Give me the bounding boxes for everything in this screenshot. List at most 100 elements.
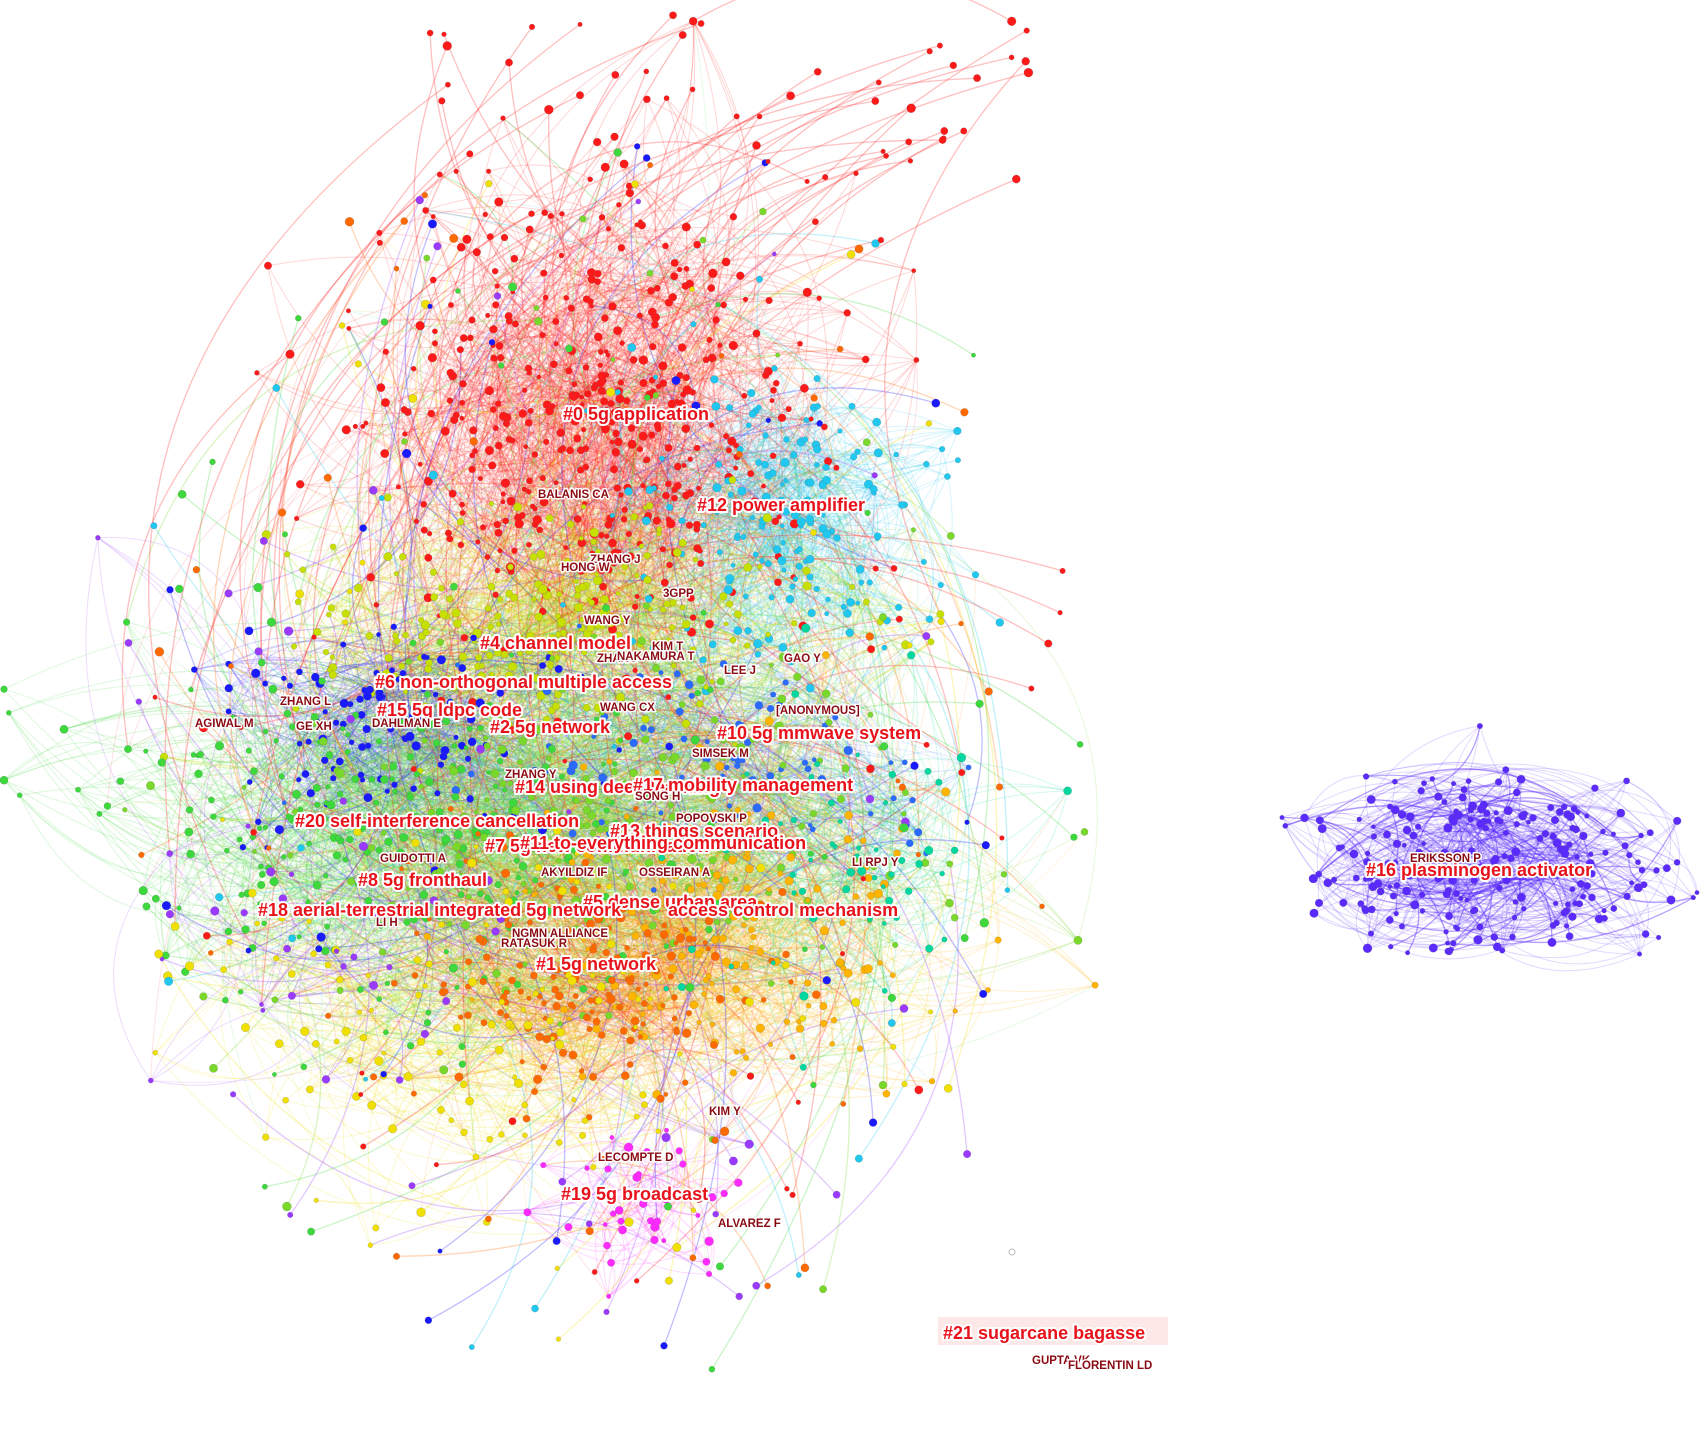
network-edge [508, 375, 603, 440]
network-edge [497, 296, 673, 404]
network-edge [384, 296, 673, 454]
network-edge [423, 529, 582, 583]
network-edge [428, 251, 478, 358]
network-edge [621, 342, 663, 557]
network-edge [365, 413, 524, 452]
network-edge [542, 391, 693, 612]
network-edge [623, 357, 866, 520]
network-edge [697, 343, 801, 449]
network-edge [449, 516, 780, 575]
network-edge [541, 98, 648, 537]
network-edge [500, 357, 779, 583]
network-edge [725, 428, 837, 469]
network-edge [472, 359, 634, 472]
network-edge [355, 368, 650, 427]
network-edge [450, 305, 613, 703]
network-edge [530, 268, 687, 412]
network-edge [499, 509, 626, 558]
network-edge [553, 363, 679, 486]
network-edge [424, 358, 499, 531]
network-edge [571, 350, 780, 518]
network-edge [588, 416, 710, 625]
network-edge [296, 306, 866, 519]
network-edge [491, 253, 914, 466]
network-edge [623, 483, 755, 520]
network-edge [575, 315, 640, 396]
network-edge [570, 308, 634, 361]
network-edge [385, 388, 587, 468]
network-edge [493, 340, 688, 391]
network-edge [424, 396, 575, 531]
network-edge [453, 20, 694, 416]
network-edge [540, 570, 582, 723]
network-edge [502, 370, 570, 572]
network-edge [452, 493, 517, 651]
network-edge [589, 272, 755, 501]
network-edge [571, 279, 770, 352]
network-edge [505, 276, 675, 484]
network-edge [510, 467, 837, 731]
network-edge [355, 401, 678, 481]
network-edge [601, 217, 686, 630]
network-edge [641, 224, 748, 396]
network-edge [432, 357, 527, 447]
network-edge [606, 287, 712, 353]
network-edge [490, 209, 638, 238]
network-edge [267, 265, 655, 489]
network-edge [576, 426, 825, 534]
network-edge [542, 432, 738, 479]
network-edge [461, 291, 519, 419]
network-edges [3, 0, 1698, 1370]
network-edge [524, 355, 612, 490]
network-edge [492, 289, 652, 410]
network-edge [586, 299, 663, 367]
network-edge [668, 270, 918, 698]
network-edge [445, 21, 696, 432]
network-edge [489, 321, 557, 451]
network-edge [560, 394, 616, 558]
network-edge [639, 315, 710, 343]
network-edge [590, 261, 820, 302]
network-edge [384, 393, 614, 454]
network-edge [550, 215, 766, 376]
network-edge [581, 385, 673, 405]
network-edge [565, 297, 895, 569]
network-edge [503, 350, 601, 417]
network-edge [502, 501, 613, 630]
network-edge [571, 343, 801, 429]
network-edge [493, 328, 573, 451]
network-edge [450, 372, 733, 593]
network-edge [753, 388, 810, 501]
network-edge [544, 279, 593, 554]
network-edge [503, 226, 687, 417]
network-edge [493, 357, 729, 482]
network-edge [415, 279, 593, 522]
network-edge [496, 375, 603, 525]
network-edge [492, 409, 613, 544]
network-edge [497, 512, 616, 554]
network-edge [384, 402, 396, 454]
network-edge [591, 272, 767, 376]
network-edge [495, 257, 725, 306]
network-edge [654, 226, 737, 469]
network-edge [516, 204, 620, 481]
network-edge [652, 346, 737, 469]
network-edge [498, 201, 675, 491]
network-edge [482, 527, 652, 605]
network-edge [473, 281, 599, 431]
network-edge [365, 376, 540, 430]
network-edge [572, 247, 631, 396]
network-edge [615, 225, 680, 554]
network-edge [497, 306, 592, 405]
network-edge [432, 312, 710, 359]
network-edge [256, 372, 506, 522]
network-edge [296, 437, 675, 519]
network-edge [610, 335, 801, 404]
network-edge [497, 362, 654, 404]
network-edge [570, 290, 652, 671]
network-edge [398, 400, 452, 488]
network-edge [602, 247, 644, 437]
network-edge [497, 570, 666, 603]
network-edge [463, 410, 619, 703]
network-edge [489, 450, 691, 484]
